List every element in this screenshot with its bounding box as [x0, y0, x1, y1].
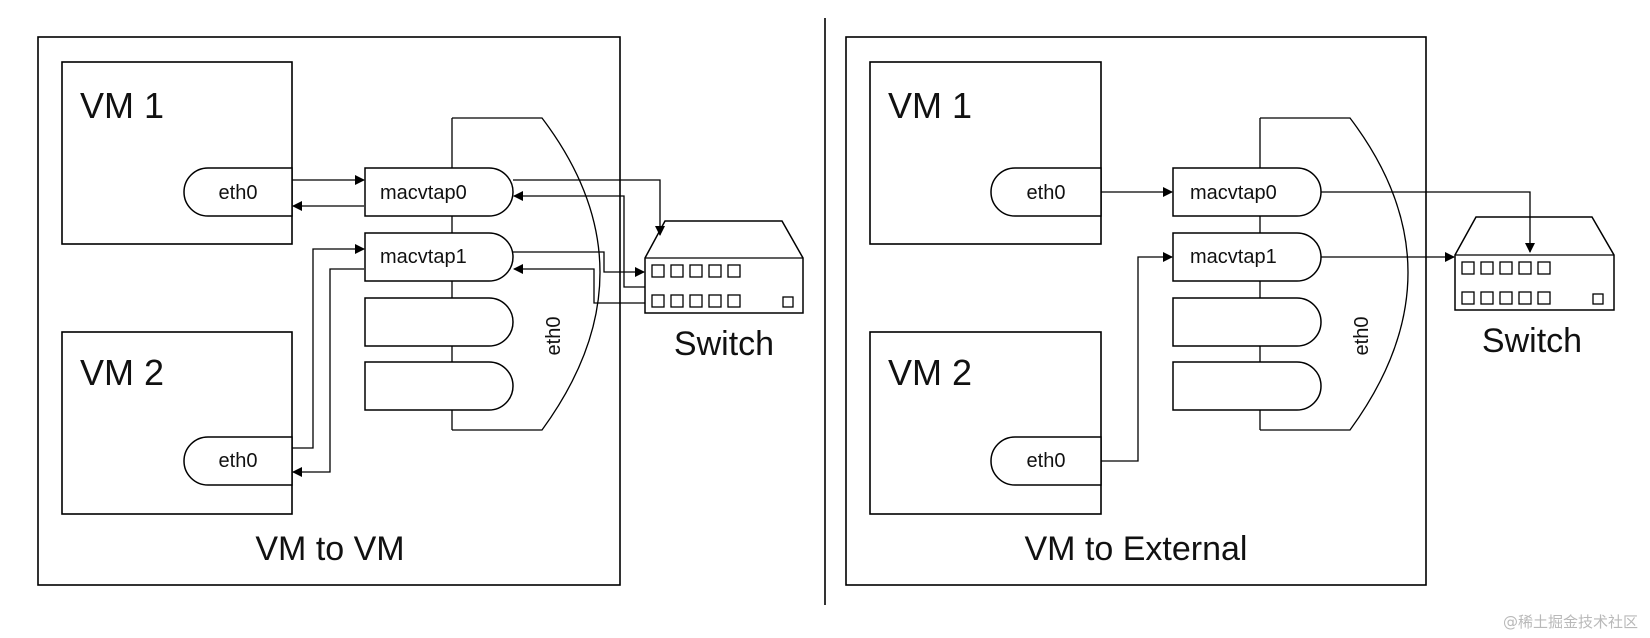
macvtap1-label: macvtap1	[380, 246, 467, 268]
vm1-eth0-label: eth0	[219, 182, 258, 204]
host-eth0-label: eth0	[1351, 317, 1373, 356]
macvtap-empty-port-1	[364, 297, 514, 347]
switch-icon	[644, 220, 804, 314]
macvtap0-port	[364, 167, 514, 217]
vm2-box	[869, 331, 1102, 515]
macvtap0-label: macvtap0	[1190, 182, 1277, 204]
macvtap1-label: macvtap1	[1190, 246, 1277, 268]
macvtap-empty-port-2	[1172, 361, 1322, 411]
arrow-macvtap1-to-switch	[513, 251, 645, 277]
arrow-switch-to-macvtap1	[513, 264, 645, 304]
vm2-eth0-label: eth0	[219, 450, 258, 472]
arrow-macvtap0-to-switch	[1321, 191, 1535, 253]
host-eth0-bracket	[452, 117, 601, 431]
macvtap0-port	[1172, 167, 1322, 217]
host-eth0-bracket	[1260, 117, 1409, 431]
vm2-box	[61, 331, 293, 515]
watermark: @稀土掘金技术社区	[1502, 613, 1638, 631]
vm1-eth0-port	[183, 167, 293, 217]
panel-caption: VM to VM	[255, 530, 404, 568]
vm1-eth0-port	[990, 167, 1102, 217]
macvtap-empty-port-2	[364, 361, 514, 411]
macvtap1-port	[1172, 232, 1322, 282]
switch-label: Switch	[674, 325, 774, 363]
macvtap1-port	[364, 232, 514, 282]
vm2-title: VM 2	[80, 352, 164, 393]
vm1-title: VM 1	[888, 85, 972, 126]
vm2-eth0-port	[990, 436, 1102, 486]
vm2-title: VM 2	[888, 352, 972, 393]
panel-vm-to-external: VM 1 eth0 VM 2 eth0 eth0 macvtap0 macvta…	[845, 36, 1615, 586]
panel-vm-to-vm: VM 1 eth0 VM 2 eth0 eth0 macvtap0 macvta…	[37, 36, 804, 586]
host-frame	[37, 36, 621, 586]
macvtap0-label: macvtap0	[380, 182, 467, 204]
macvtap-empty-port-1	[1172, 297, 1322, 347]
arrow-macvtap1-to-vm2	[292, 268, 364, 477]
arrow-vm2-to-macvtap1	[292, 244, 365, 449]
vm1-eth0-label: eth0	[1027, 182, 1066, 204]
arrow-macvtap0-to-switch	[513, 179, 665, 236]
switch-label: Switch	[1482, 322, 1582, 360]
vm1-box	[869, 61, 1102, 245]
vm1-title: VM 1	[80, 85, 164, 126]
switch-icon	[1454, 216, 1615, 311]
host-eth0-label: eth0	[543, 317, 565, 356]
vm2-eth0-label: eth0	[1027, 450, 1066, 472]
arrow-switch-to-macvtap0	[513, 191, 645, 288]
panel-caption: VM to External	[1025, 530, 1248, 568]
host-frame	[845, 36, 1427, 586]
arrow-vm2-to-macvtap1	[1101, 252, 1173, 462]
vm2-eth0-port	[183, 436, 293, 486]
vm1-box	[61, 61, 293, 245]
